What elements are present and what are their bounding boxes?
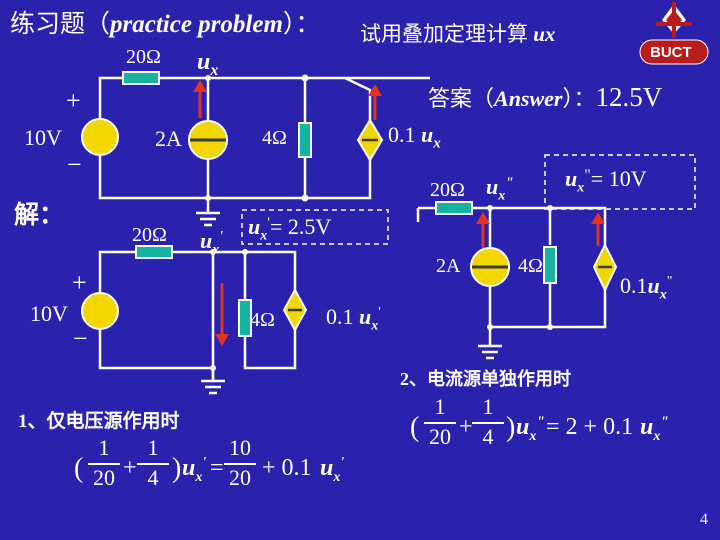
c2-ux-label: ux" [486,174,514,204]
answer-value: 12.5V [595,82,663,112]
main-top-wire [98,76,430,120]
title-english: practice problem [110,11,283,38]
c2-current-label: 2A [436,255,461,277]
eq2-paren-close: ) [506,412,516,443]
c2-dep-label: 0.1ux" [620,273,673,303]
resistor-20ohm [122,71,160,85]
main-ux-label: ux [197,49,219,79]
c1-minus-sign: − [73,324,88,353]
c2-r4-top-wire [490,206,552,245]
c1-result: ux'= 2.5V [248,214,332,244]
c1-plus-sign: + [72,268,87,297]
eq1-paren-close: ) [172,453,182,484]
eq2-rhs: = 2 + 0.1 [546,414,634,440]
title-suffix: ）： [282,11,321,38]
eq1-equals: = [210,455,224,481]
eq1-ux: ux' [182,455,207,485]
c2-r-right-label: 4Ω [518,255,543,277]
title-prefix: 练习题（ [10,11,111,38]
main-bottom-wire [98,155,372,200]
c1-voltage-label: 10V [30,301,68,326]
resistor-20ohm [435,201,473,215]
task-variable: ux [533,22,556,46]
eq1-ux-2: ux' [320,455,345,485]
buct-logo [639,2,709,65]
main-r-right-label: 4Ω [262,127,287,149]
ground-symbol [196,211,220,227]
resistor-20ohm [135,245,173,259]
eq2-paren-open: ( [410,412,420,443]
result-box-one [241,209,389,245]
main-plus-sign: + [66,86,81,115]
node-dot [242,249,248,255]
main-r-left-label: 20Ω [126,46,161,68]
resistor-4ohm [238,299,252,337]
main-current-label: 2A [155,126,182,151]
node-dot [301,194,309,202]
c2-r-left-label: 20Ω [430,179,465,201]
node-dot [547,324,553,330]
eq1-plus: + [123,455,137,481]
c2-bottom-wire [488,285,607,329]
c1-dep-top-wire [245,250,297,290]
eq1-plus-term: + 0.1 [262,455,312,481]
current-source-icon [188,120,228,160]
result-box-two [544,154,696,210]
ground-symbol [478,344,502,360]
solution-label: 解： [14,202,65,229]
node-dot [210,365,216,371]
eq1-paren-open: ( [74,453,84,484]
voltage-source-icon [81,292,119,330]
c1-r-right-label: 4Ω [250,309,275,331]
resistor-4ohm [298,122,312,158]
answer-label-suffix: ）： [562,86,596,111]
c2-caption: 2、电流源单独作用时 [400,369,571,389]
eq2-ux: ux" [516,414,545,444]
eq2-plus: + [459,414,473,440]
c1-bottom-right-wire [243,330,297,370]
node-dot [210,249,216,255]
c1-bottom-left-wire [98,328,213,370]
node-dot [301,74,309,82]
node-dot [205,195,211,201]
main-dep-label: 0.1 ux [388,122,441,152]
c1-r4-top-wire [213,250,247,300]
c2-result: ux"= 10V [565,166,647,196]
main-minus-sign: − [67,150,82,179]
eq2-ux-2: ux" [640,414,669,444]
c1-r-left-label: 20Ω [132,224,167,246]
answer: 答案（Answer）：12.5V [428,84,662,111]
voltage-source-icon [81,118,119,156]
main-voltage-label: 10V [24,125,62,150]
c1-dep-label: 0.1 ux' [326,304,381,334]
c1-ux-label: ux' [200,228,224,258]
page-title: 练习题（practice problem）： [10,12,320,37]
task-text: 试用叠加定理计算 [360,22,534,46]
task-statement: 试用叠加定理计算 ux [360,24,555,45]
c2-dep-top-wire [550,206,607,245]
resistor-4ohm [543,246,557,284]
answer-label-english: Answer [494,86,563,111]
node-dot [205,75,211,81]
node-dot [547,205,553,211]
page-number: 4 [700,511,708,528]
logo-text: BUCT [650,44,692,61]
ground-symbol [201,379,225,395]
main-dep-top-wire [344,76,372,120]
c1-caption: 1、仅电压源作用时 [18,411,180,432]
current-source-icon [470,247,510,287]
answer-label: 答案（ [428,86,495,111]
node-dot [487,205,493,211]
node-dot [487,324,493,330]
